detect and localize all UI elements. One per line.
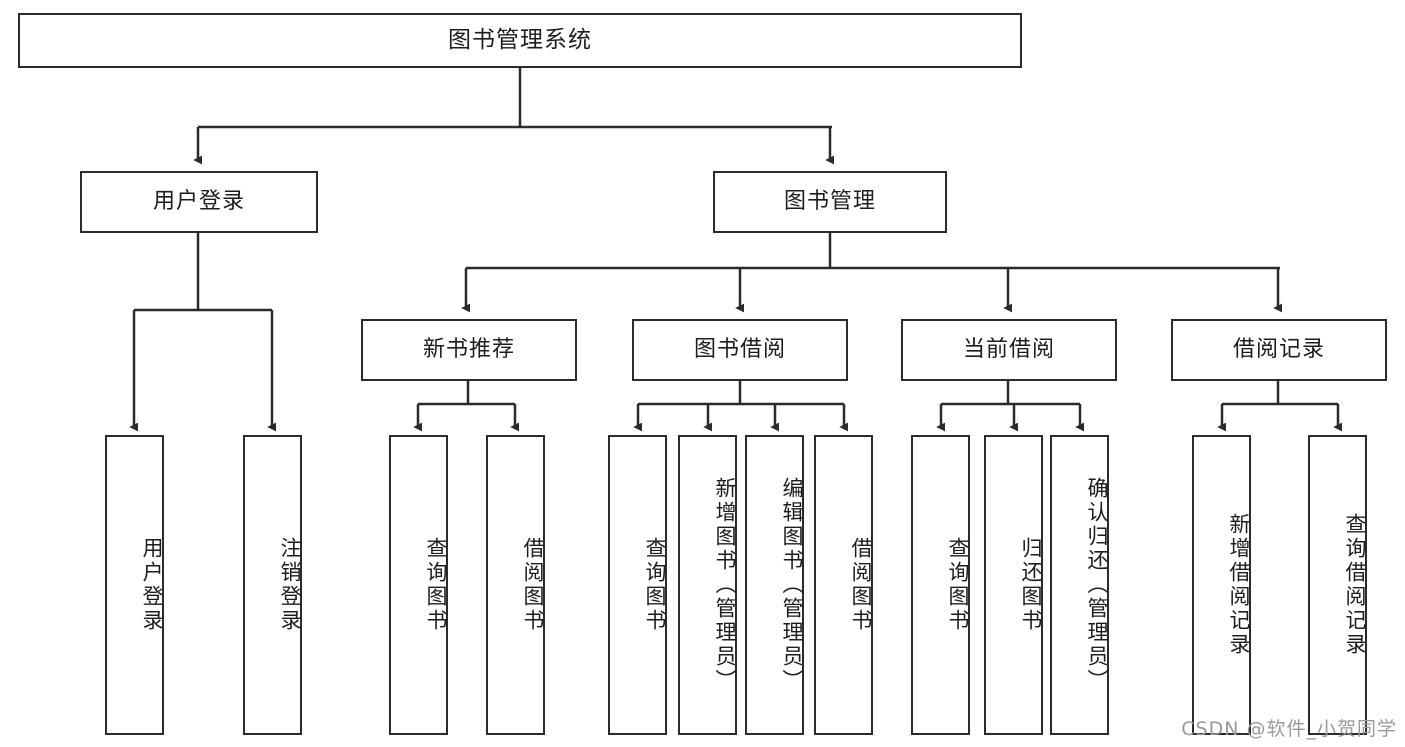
node-leaf-query-record-label: 查询借阅记录 — [1343, 513, 1367, 657]
node-user-login[interactable]: 用户登录 — [80, 171, 318, 233]
node-leaf-query-book-3-label: 查询图书 — [946, 537, 970, 633]
node-leaf-borrow-book-1-label: 借阅图书 — [521, 537, 545, 633]
node-leaf-confirm-return-label: 确认归还（管理员） — [1085, 477, 1109, 693]
node-leaf-logout-login[interactable]: 注销登录 — [243, 435, 302, 735]
node-leaf-borrow-book-1[interactable]: 借阅图书 — [486, 435, 545, 735]
node-leaf-user-login[interactable]: 用户登录 — [105, 435, 164, 735]
node-leaf-add-record-label: 新增借阅记录 — [1227, 513, 1251, 657]
node-borrow-record[interactable]: 借阅记录 — [1171, 319, 1387, 381]
node-leaf-logout-login-label: 注销登录 — [278, 537, 302, 633]
node-leaf-query-record[interactable]: 查询借阅记录 — [1308, 435, 1367, 735]
node-leaf-return-book-label: 归还图书 — [1019, 537, 1043, 633]
node-leaf-query-book-2[interactable]: 查询图书 — [608, 435, 667, 735]
node-leaf-edit-book-label: 编辑图书（管理员） — [780, 477, 804, 693]
node-leaf-query-book-2-label: 查询图书 — [643, 537, 667, 633]
node-leaf-edit-book[interactable]: 编辑图书（管理员） — [745, 435, 804, 735]
node-leaf-add-record[interactable]: 新增借阅记录 — [1192, 435, 1251, 735]
node-leaf-user-login-label: 用户登录 — [140, 537, 164, 633]
node-leaf-confirm-return[interactable]: 确认归还（管理员） — [1050, 435, 1109, 735]
node-leaf-borrow-book-2-label: 借阅图书 — [849, 537, 873, 633]
node-root-system[interactable]: 图书管理系统 — [18, 13, 1022, 68]
node-leaf-query-book-1[interactable]: 查询图书 — [389, 435, 448, 735]
node-leaf-add-book[interactable]: 新增图书（管理员） — [678, 435, 737, 735]
node-leaf-query-book-3[interactable]: 查询图书 — [911, 435, 970, 735]
csdn-watermark: CSDN @软件_小贺同学 — [1181, 718, 1397, 740]
node-leaf-return-book[interactable]: 归还图书 — [984, 435, 1043, 735]
node-book-management[interactable]: 图书管理 — [713, 171, 947, 233]
node-leaf-borrow-book-2[interactable]: 借阅图书 — [814, 435, 873, 735]
node-leaf-query-book-1-label: 查询图书 — [424, 537, 448, 633]
node-book-borrow[interactable]: 图书借阅 — [632, 319, 848, 381]
node-leaf-add-book-label: 新增图书（管理员） — [713, 477, 737, 693]
node-current-borrow[interactable]: 当前借阅 — [901, 319, 1117, 381]
node-new-book-recommend[interactable]: 新书推荐 — [361, 319, 577, 381]
